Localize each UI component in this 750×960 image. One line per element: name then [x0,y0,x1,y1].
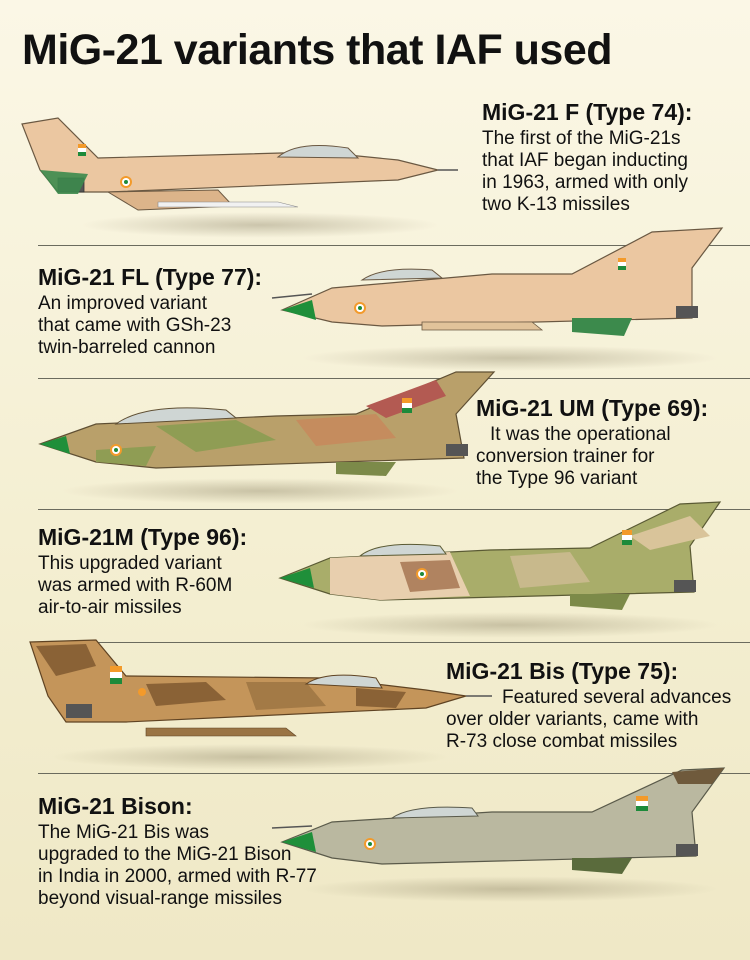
variant-desc-line: the Type 96 variant [476,468,638,489]
divider [38,245,750,246]
variant-mig21fl: MiG-21 FL (Type 77): An improved variant… [38,263,262,359]
variant-desc-line: This upgraded variant [38,553,222,574]
divider [38,509,750,510]
variant-desc-line: twin-barreled cannon [38,337,216,358]
mig21m-aircraft-image [278,501,722,610]
variant-name: MiG-21 FL (Type 77): [38,264,263,290]
variant-desc-line: The MiG-21 Bis was [38,822,210,843]
variant-desc-line: The first of the MiG-21s [482,128,681,149]
jet-shadow [300,345,720,371]
variant-desc-line: over older variants, came with [446,709,699,730]
jet-shadow [50,744,450,770]
variant-desc-line: was armed with R-60M [38,575,233,596]
variant-desc-line: beyond visual-range missiles [38,888,282,909]
variant-name: MiG-21M (Type 96): [38,524,248,550]
variant-mig21um: MiG-21 UM (Type 69): It was the operatio… [476,394,708,490]
variant-desc-line: that came with GSh-23 [38,315,232,336]
variant-desc-line: conversion trainer for [476,446,655,467]
mig21f-aircraft-image [21,117,458,211]
variant-mig21bis: MiG-21 Bis (Type 75): Featured several a… [446,657,731,753]
variant-desc-line: two K-13 missiles [482,194,630,215]
mig21um-aircraft-image [38,371,496,476]
mig21bison-aircraft-image [271,767,726,874]
divider [38,642,750,643]
variant-desc-line: that IAF began inducting [482,150,688,171]
jet-shadow [300,612,720,638]
jet-shadow [60,478,460,504]
mig21fl-aircraft-image [271,227,724,336]
variant-desc-line: It was the operational [490,424,671,445]
page-title: MiG-21 variants that IAF used [22,26,613,74]
variant-desc-line: Featured several advances [502,687,732,708]
variant-mig21f: MiG-21 F (Type 74): The first of the MiG… [482,98,692,216]
variant-desc-line: in 1963, armed with only [482,172,688,193]
variant-mig21bison: MiG-21 Bison: The MiG-21 Bis was upgrade… [38,792,317,910]
variant-desc-line: R-73 close combat missiles [446,731,678,752]
divider [38,378,750,379]
jet-shadow [300,876,720,902]
variant-name: MiG-21 Bis (Type 75): [446,658,679,684]
jet-shadow [80,212,440,238]
variant-name: MiG-21 UM (Type 69): [476,395,709,421]
mig21bis-aircraft-image [29,639,492,737]
variant-mig21m: MiG-21M (Type 96): This upgraded variant… [38,523,247,619]
variant-desc-line: in India in 2000, armed with R-77 [38,866,317,887]
variant-name: MiG-21 F (Type 74): [482,99,693,125]
variant-name: MiG-21 Bison: [38,793,193,819]
variant-desc-line: air-to-air missiles [38,597,182,618]
variant-desc-line: upgraded to the MiG-21 Bison [38,844,292,865]
divider [38,773,750,774]
variant-desc-line: An improved variant [38,293,207,314]
